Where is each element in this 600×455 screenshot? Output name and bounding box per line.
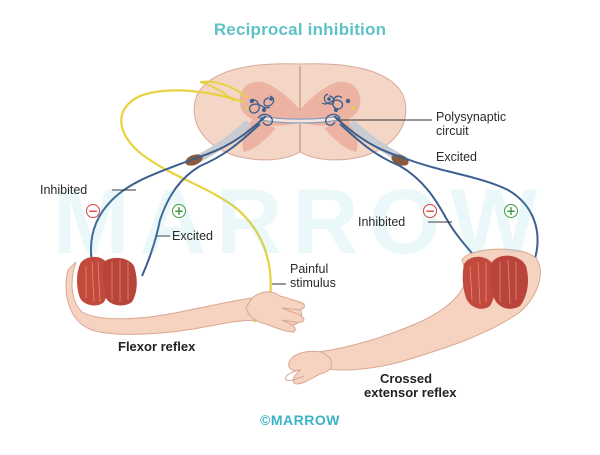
label-stimulus: stimulus bbox=[290, 276, 336, 290]
label-painful: Painful bbox=[290, 262, 329, 276]
sensory-nerve bbox=[120, 89, 272, 301]
left-hand bbox=[245, 291, 305, 333]
inhibit-sign-right: − bbox=[423, 204, 437, 218]
gray-matter-left bbox=[239, 81, 300, 126]
label-flexor-reflex: Flexor reflex bbox=[118, 339, 196, 354]
label-crossed: Crossed bbox=[380, 371, 433, 386]
excite-sign-right: + bbox=[504, 204, 518, 218]
footer-copyright: ©MARROW bbox=[260, 412, 340, 428]
motor-nerves bbox=[90, 115, 539, 277]
spinal-cord bbox=[193, 63, 432, 161]
right-arm bbox=[285, 248, 541, 385]
excite-sign-left: + bbox=[172, 204, 186, 218]
label-inhibited-left: Inhibited bbox=[40, 183, 88, 197]
leader-lines bbox=[112, 189, 452, 285]
label-polysynaptic: Polysynaptic bbox=[436, 110, 507, 124]
label-inhibited-right: Inhibited bbox=[358, 215, 406, 229]
inhibit-sign-left: − bbox=[86, 204, 100, 218]
label-extensor-reflex: extensor reflex bbox=[364, 385, 457, 400]
polysynaptic-circuit bbox=[248, 93, 344, 126]
label-excited-left: Excited bbox=[172, 229, 213, 243]
label-excited-right: Excited bbox=[436, 150, 477, 164]
diagram-title: Reciprocal inhibition bbox=[213, 20, 387, 39]
left-arm bbox=[65, 256, 305, 335]
watermark: MARROW bbox=[52, 171, 548, 273]
label-circuit: circuit bbox=[436, 124, 469, 138]
